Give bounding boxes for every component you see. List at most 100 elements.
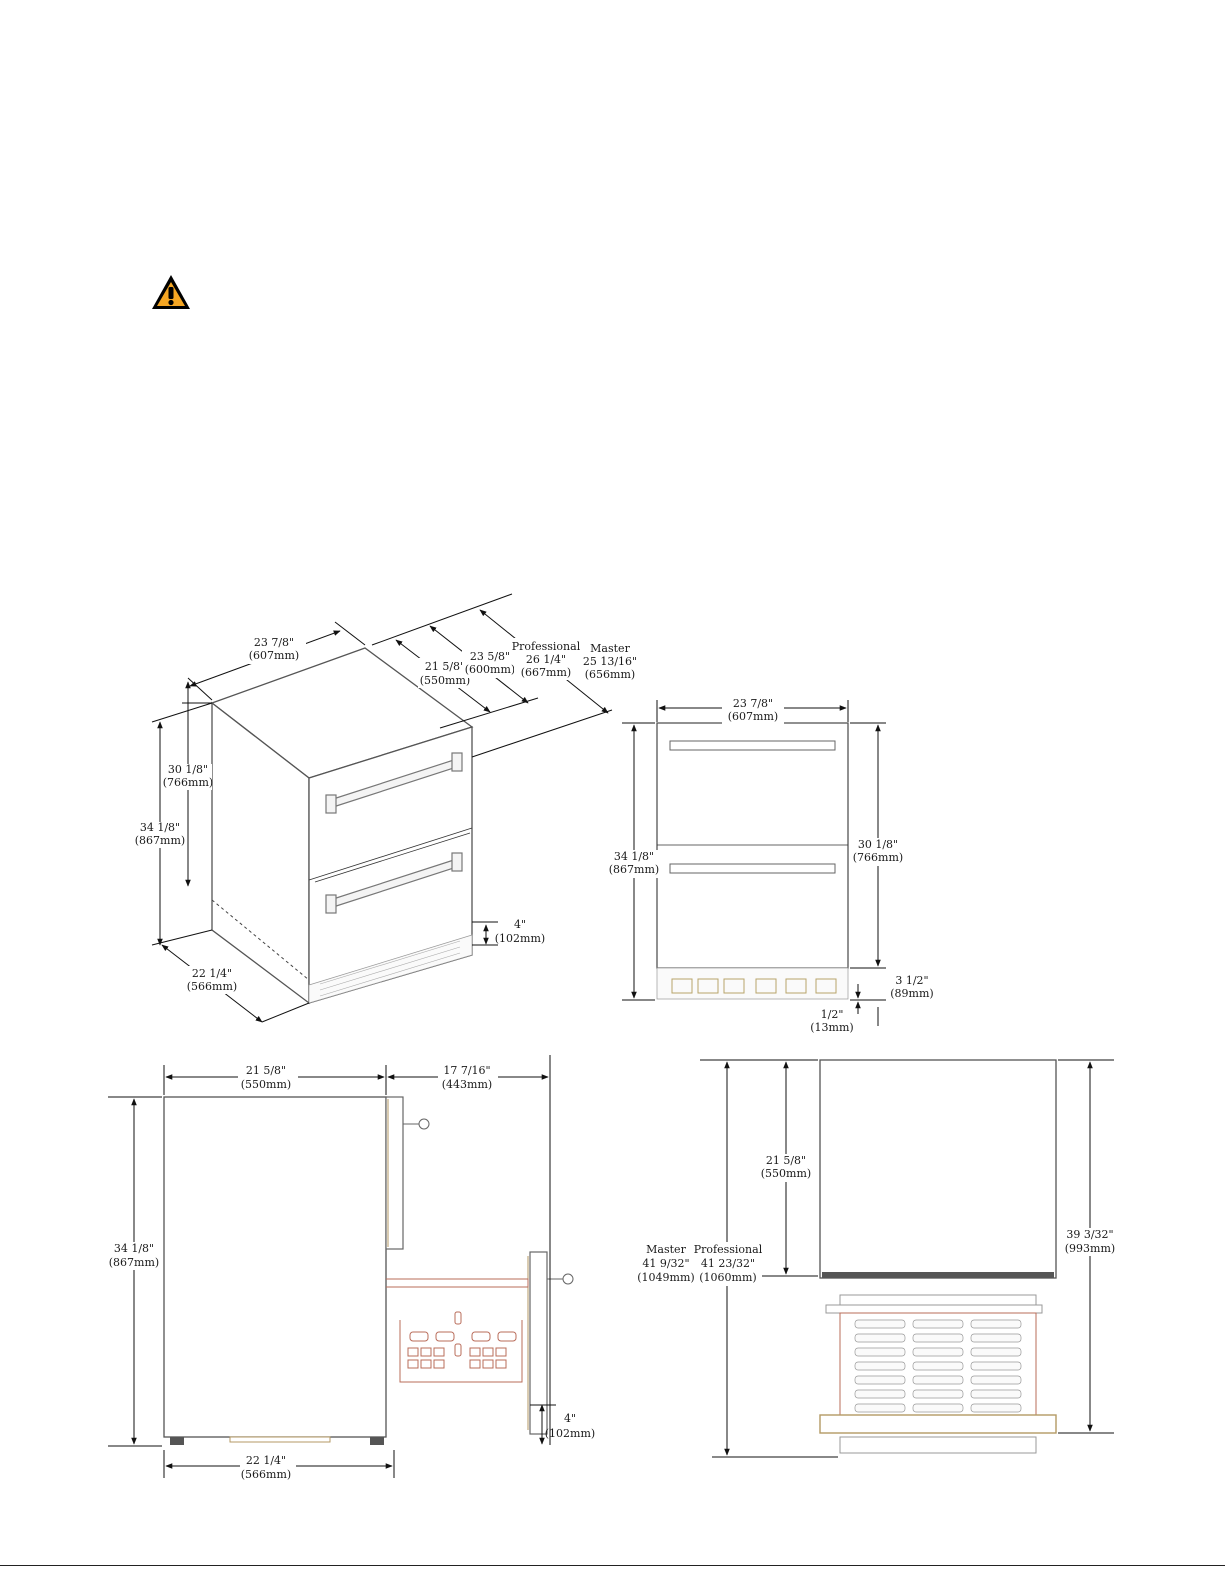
dim-label: 41 9/32" — [642, 1257, 689, 1270]
dim-label: 21 5/8" — [425, 660, 465, 673]
dim-label: (656mm) — [585, 668, 635, 681]
svg-text:(766mm): (766mm) — [163, 776, 213, 789]
front-view — [622, 700, 886, 1026]
svg-text:22 1/4": 22 1/4" — [246, 1454, 286, 1467]
dim-label: (1049mm) — [637, 1271, 694, 1284]
svg-text:(102mm): (102mm) — [495, 932, 545, 945]
dim-label: (550mm) — [761, 1167, 811, 1180]
dim-label: 41 23/32" — [701, 1257, 755, 1270]
svg-text:Professional: Professional — [694, 1243, 763, 1256]
svg-text:(867mm): (867mm) — [109, 1256, 159, 1269]
dim-label: (667mm) — [521, 666, 571, 679]
dim-label: (867mm) — [609, 863, 659, 876]
dim-label: (607mm) — [249, 649, 299, 662]
svg-text:34 1/8": 34 1/8" — [140, 821, 180, 834]
dim-label: (443mm) — [442, 1078, 492, 1091]
dim-label: 22 1/4" — [192, 967, 232, 980]
dim-label: (993mm) — [1065, 1242, 1115, 1255]
dim-label: 23 7/8" — [254, 636, 294, 649]
svg-text:(1060mm): (1060mm) — [699, 1271, 756, 1284]
svg-text:(867mm): (867mm) — [609, 863, 659, 876]
dim-label: 25 13/16" — [583, 655, 637, 668]
dim-label: 1/2" — [821, 1008, 844, 1021]
dim-label: Master — [590, 642, 630, 655]
dim-label: (607mm) — [728, 710, 778, 723]
svg-text:(766mm): (766mm) — [853, 851, 903, 864]
dim-label: 34 1/8" — [614, 850, 654, 863]
svg-text:4": 4" — [514, 918, 526, 931]
svg-text:(89mm): (89mm) — [890, 987, 933, 1000]
svg-text:(443mm): (443mm) — [442, 1078, 492, 1091]
dim-label: 17 7/16" — [443, 1064, 490, 1077]
svg-text:Professional: Professional — [512, 640, 581, 653]
svg-text:3 1/2": 3 1/2" — [895, 974, 928, 987]
dim-label: 30 1/8" — [168, 763, 208, 776]
dim-label: Professional — [694, 1243, 763, 1256]
dim-label: 23 5/8" — [470, 650, 510, 663]
svg-text:(550mm): (550mm) — [241, 1078, 291, 1091]
dim-label: 21 5/8" — [246, 1064, 286, 1077]
dim-label: 39 3/32" — [1066, 1228, 1113, 1241]
svg-text:(867mm): (867mm) — [135, 834, 185, 847]
dim-label: 34 1/8" — [140, 821, 180, 834]
svg-text:25 13/16": 25 13/16" — [583, 655, 637, 668]
dim-label: (600mm) — [465, 663, 515, 676]
svg-text:4": 4" — [564, 1412, 576, 1425]
dim-label: 4" — [564, 1412, 576, 1425]
svg-text:(607mm): (607mm) — [728, 710, 778, 723]
svg-text:1/2": 1/2" — [821, 1008, 844, 1021]
dim-label: (566mm) — [187, 980, 237, 993]
dim-label: (867mm) — [135, 834, 185, 847]
svg-text:21 5/8": 21 5/8" — [246, 1064, 286, 1077]
svg-text:(656mm): (656mm) — [585, 668, 635, 681]
dim-label: (13mm) — [810, 1021, 853, 1034]
svg-text:(667mm): (667mm) — [521, 666, 571, 679]
svg-text:23 5/8": 23 5/8" — [470, 650, 510, 663]
svg-text:(566mm): (566mm) — [187, 980, 237, 993]
svg-text:Master: Master — [646, 1243, 686, 1256]
dim-label: 3 1/2" — [895, 974, 928, 987]
svg-text:Master: Master — [590, 642, 630, 655]
svg-text:23 7/8": 23 7/8" — [733, 697, 773, 710]
dim-label: (867mm) — [109, 1256, 159, 1269]
dim-label: (1060mm) — [699, 1271, 756, 1284]
svg-text:(1049mm): (1049mm) — [637, 1271, 694, 1284]
svg-text:39 3/32": 39 3/32" — [1066, 1228, 1113, 1241]
dim-label: (102mm) — [545, 1427, 595, 1440]
svg-text:17 7/16": 17 7/16" — [443, 1064, 490, 1077]
side-view — [108, 1055, 574, 1478]
warning-triangle-icon — [152, 275, 190, 309]
dim-label: 26 1/4" — [526, 653, 566, 666]
footer-rule — [0, 1565, 1225, 1566]
dim-label: (766mm) — [163, 776, 213, 789]
dim-label: Master — [646, 1243, 686, 1256]
svg-text:41 9/32": 41 9/32" — [642, 1257, 689, 1270]
dim-label: (89mm) — [890, 987, 933, 1000]
dim-label: (550mm) — [241, 1078, 291, 1091]
dim-label: 4" — [514, 918, 526, 931]
svg-text:34 1/8": 34 1/8" — [614, 850, 654, 863]
dim-label: (766mm) — [853, 851, 903, 864]
svg-text:21 5/8": 21 5/8" — [425, 660, 465, 673]
svg-text:(550mm): (550mm) — [761, 1167, 811, 1180]
svg-text:23 7/8": 23 7/8" — [254, 636, 294, 649]
svg-text:(993mm): (993mm) — [1065, 1242, 1115, 1255]
svg-text:41 23/32": 41 23/32" — [701, 1257, 755, 1270]
dim-label: 21 5/8" — [766, 1154, 806, 1167]
svg-text:30 1/8": 30 1/8" — [858, 838, 898, 851]
isometric-view — [151, 593, 613, 1023]
svg-text:(550mm): (550mm) — [420, 674, 470, 687]
svg-text:(102mm): (102mm) — [545, 1427, 595, 1440]
svg-text:34 1/8": 34 1/8" — [114, 1242, 154, 1255]
dim-label: 34 1/8" — [114, 1242, 154, 1255]
svg-text:21 5/8": 21 5/8" — [766, 1154, 806, 1167]
dim-label: 30 1/8" — [858, 838, 898, 851]
svg-text:(607mm): (607mm) — [249, 649, 299, 662]
dim-label: 22 1/4" — [246, 1454, 286, 1467]
svg-text:26 1/4": 26 1/4" — [526, 653, 566, 666]
dim-label: 23 7/8" — [733, 697, 773, 710]
svg-text:(13mm): (13mm) — [810, 1021, 853, 1034]
svg-text:(566mm): (566mm) — [241, 1468, 291, 1481]
